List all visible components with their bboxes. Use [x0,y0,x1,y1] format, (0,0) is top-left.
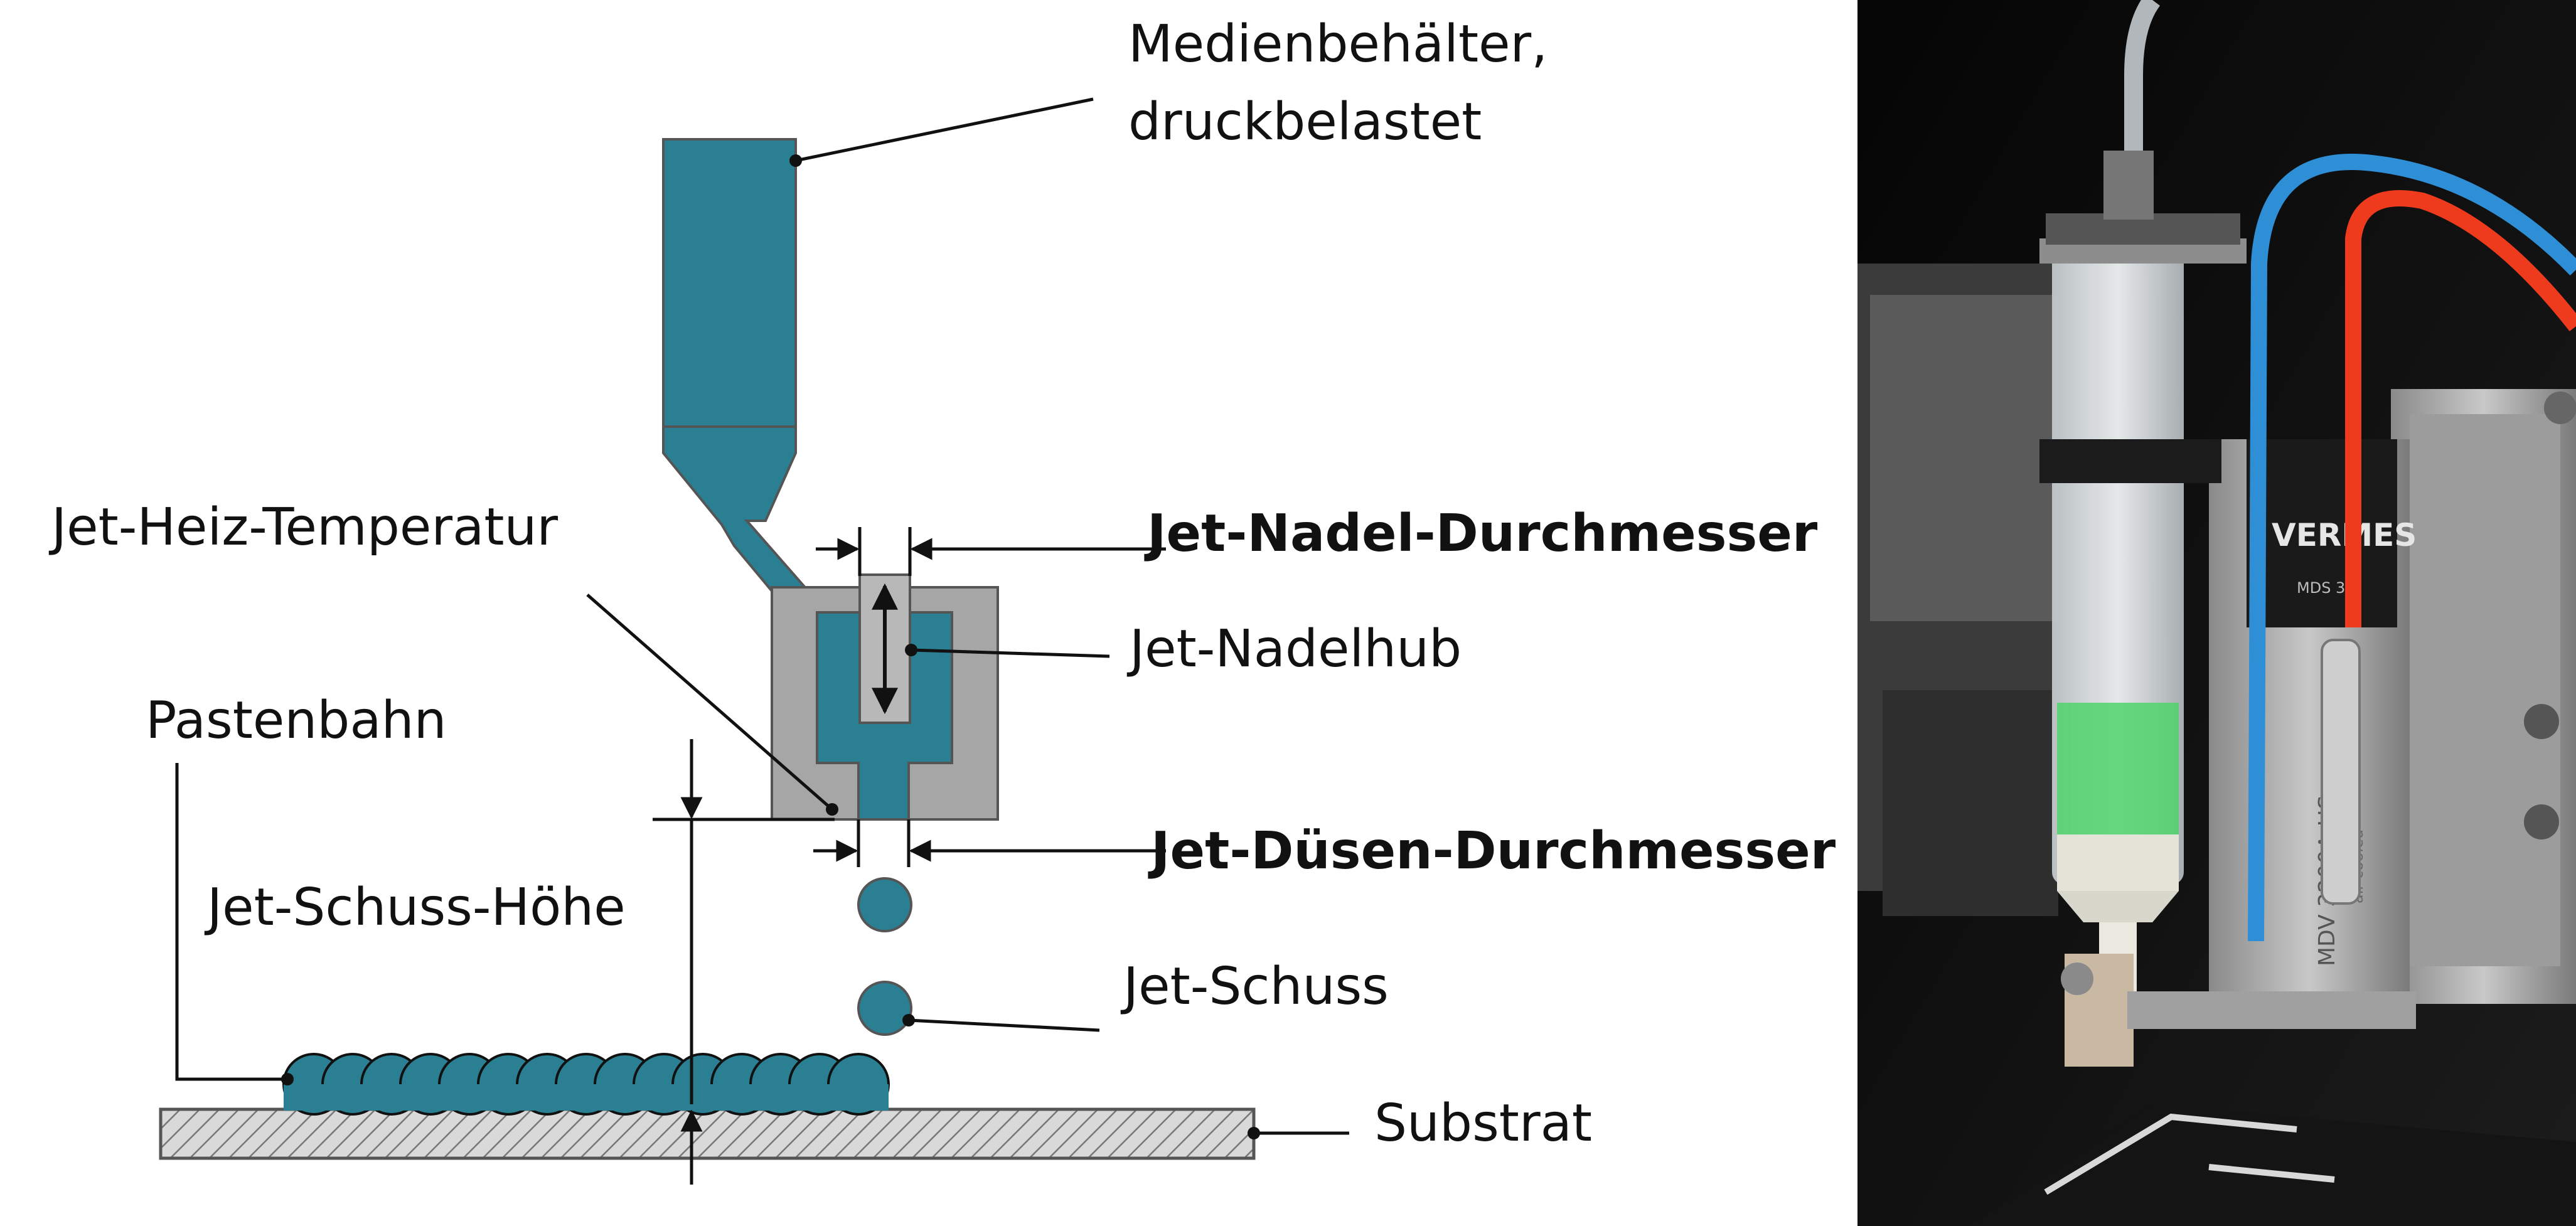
needle-diameter-dimension [816,527,1166,576]
label-pastenbahn: Pastenbahn [146,691,447,750]
shot-height-dimension [653,739,835,1185]
label-heiz-temperatur: Jet-Heiz-Temperatur [48,498,558,557]
red-tube [2345,190,2576,627]
droplet-lower [857,981,912,1036]
leader-pastenbahn [175,763,287,1081]
label-schuss: Jet-Schuss [1120,957,1389,1016]
jet-valve-photo: VERMES MDS 3 MDV 3200A-HS air cooled [1857,0,2576,1226]
label-duesen-durchmesser: Jet-Düsen-Durchmesser [1148,821,1836,881]
media-container [662,138,836,641]
droplet-upper [857,877,912,932]
blue-tube [2248,154,2576,942]
leader-medienbehaelter [795,97,1094,163]
label-substrat: Substrat [1374,1094,1592,1153]
valve-face-plate [2247,439,2397,627]
label-medienbehaelter-line2: druckbelastet [1128,92,1482,152]
label-nadelhub: Jet-Nadelhub [1126,619,1462,679]
leader-nadelhub [911,648,1110,658]
label-schuss-hoehe: Jet-Schuss-Höhe [204,878,626,937]
svg-text:VERMES: VERMES [2272,517,2417,553]
svg-text:MDS 3: MDS 3 [2297,579,2345,597]
syringe-clamp [2039,439,2221,483]
label-medienbehaelter-line1: Medienbehälter, [1128,14,1547,74]
pcb-substrate [1970,1104,2576,1226]
paste-track [282,1053,890,1116]
leader-heiz-temperatur [586,594,833,811]
syringe-paste [2057,703,2179,834]
substrate [159,1107,1256,1160]
leader-schuss [908,1018,1100,1032]
label-nadel-durchmesser: Jet-Nadel-Durchmesser [1144,504,1818,563]
jet-dispenser-diagram: Medienbehälter, druckbelastet Jet-Heiz-T… [48,14,1836,1185]
nozzle-diameter-dimension [813,819,1166,867]
